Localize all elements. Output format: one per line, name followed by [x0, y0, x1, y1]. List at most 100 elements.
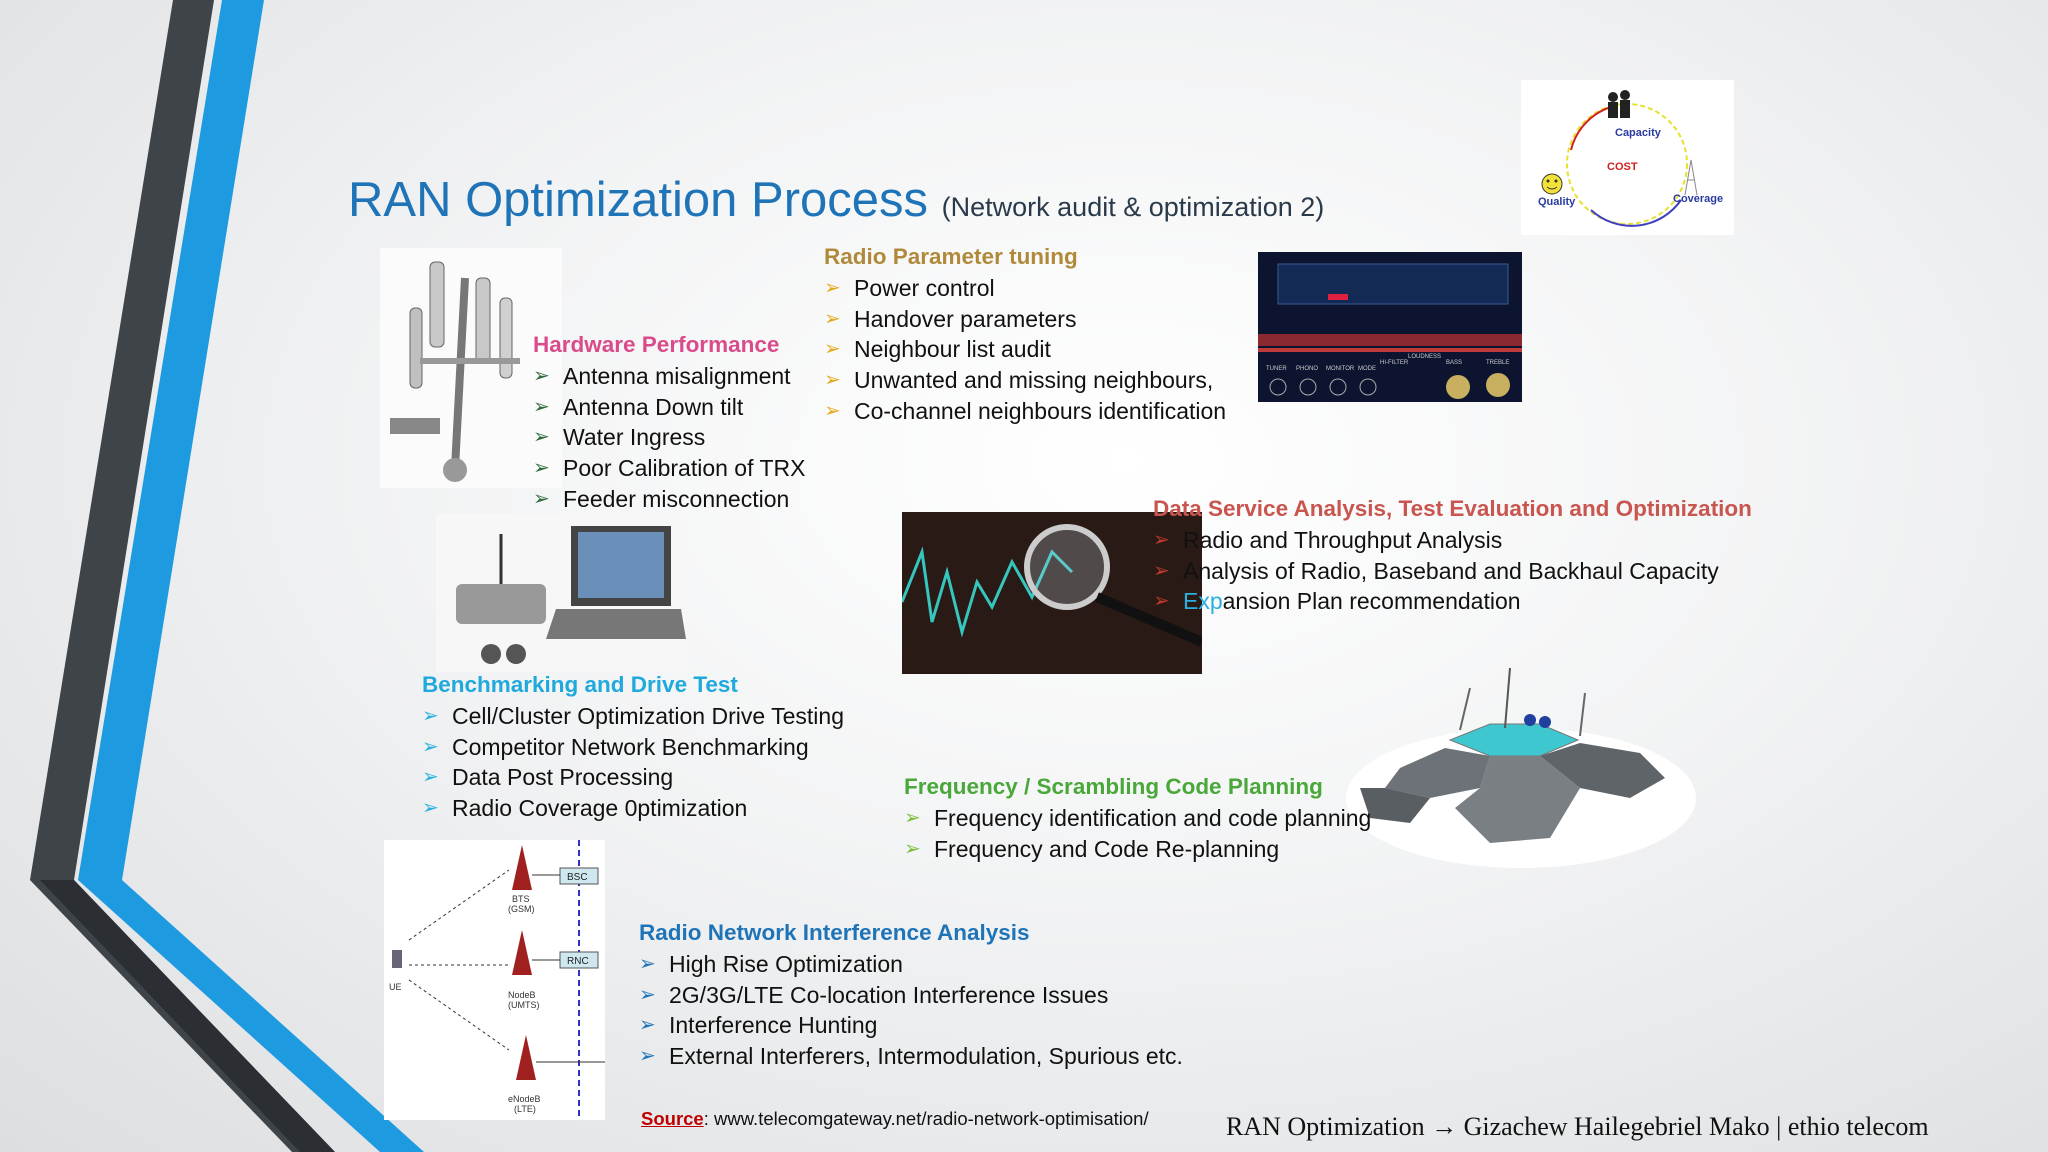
- list-item: ➢Data Post Processing: [422, 762, 844, 793]
- list-item: ➢Handover parameters: [824, 304, 1226, 335]
- arrow-bullet-icon: ➢: [422, 705, 439, 727]
- enodeb-tower-icon: [516, 1035, 536, 1080]
- list-item: ➢External Interferers, Intermodulation, …: [639, 1041, 1183, 1072]
- footer-text: RAN Optimization → Gizachew Hailegebriel…: [1226, 1112, 1929, 1141]
- list-item: ➢Power control: [824, 273, 1226, 304]
- arrow-bullet-icon: ➢: [639, 1045, 656, 1068]
- radio-label: PHONO: [1296, 366, 1318, 372]
- phone-icon: [392, 950, 402, 968]
- benchmarking-heading: Benchmarking and Drive Test: [422, 672, 738, 697]
- arrow-bullet-icon: ➢: [1153, 590, 1170, 613]
- lte-label: (LTE): [514, 1104, 536, 1114]
- list-item: ➢Frequency and Code Re-planning: [904, 834, 1371, 865]
- list-item: ➢Antenna misalignment: [533, 361, 805, 392]
- radio-label: MODE: [1358, 366, 1376, 372]
- radio-label: BASS: [1446, 360, 1462, 366]
- page-title: RAN Optimization Process (Network audit …: [348, 172, 1324, 228]
- bts-label: BTS: [512, 894, 530, 904]
- arrow-bullet-icon: ➢: [824, 399, 841, 422]
- arrow-bullet-icon: ➢: [824, 307, 841, 330]
- arrow-bullet-icon: ➢: [422, 735, 439, 758]
- radio-param-section: Radio Parameter tuning ➢Power control ➢H…: [824, 244, 1226, 427]
- radio-label: TUNER: [1266, 366, 1287, 372]
- arrow-bullet-icon: ➢: [1153, 529, 1170, 551]
- arrow-bullet-icon: ➢: [533, 426, 550, 449]
- interference-section: Radio Network Interference Analysis ➢Hig…: [639, 920, 1183, 1072]
- antenna-tower-image: [380, 248, 562, 488]
- list-item: ➢2G/3G/LTE Co-location Interference Issu…: [639, 980, 1183, 1011]
- bsc-label: BSC: [567, 872, 588, 883]
- arrow-bullet-icon: ➢: [824, 277, 841, 299]
- data-service-list: ➢Radio and Throughput Analysis ➢Analysis…: [1153, 525, 1752, 617]
- nodeb-label: NodeB: [508, 990, 536, 1000]
- list-item: ➢Cell/Cluster Optimization Drive Testing: [422, 701, 844, 732]
- ue-label: UE: [389, 982, 402, 992]
- list-item: ➢Radio and Throughput Analysis: [1153, 525, 1752, 556]
- label-quality: Quality: [1538, 196, 1576, 208]
- arrow-bullet-icon: ➢: [533, 487, 550, 510]
- label-capacity: Capacity: [1615, 127, 1662, 139]
- smiley-icon: [1541, 173, 1563, 195]
- frequency-heading: Frequency / Scrambling Code Planning: [904, 774, 1323, 799]
- list-item: ➢Neighbour list audit: [824, 334, 1226, 365]
- list-item: ➢Poor Calibration of TRX: [533, 453, 805, 484]
- arrow-bullet-icon: ➢: [533, 457, 550, 480]
- source-url[interactable]: : www.telecomgateway.net/radio-network-o…: [703, 1108, 1149, 1129]
- hardware-list: ➢Antenna misalignment ➢Antenna Down tilt…: [533, 361, 805, 515]
- list-item: ➢Unwanted and missing neighbours,: [824, 365, 1226, 396]
- hardware-heading: Hardware Performance: [533, 332, 780, 357]
- radio-label: MONITOR: [1326, 366, 1355, 372]
- interference-list: ➢High Rise Optimization ➢2G/3G/LTE Co-lo…: [639, 949, 1183, 1072]
- nodeb-tower-icon: [512, 930, 532, 975]
- gsm-label: (GSM): [508, 904, 535, 914]
- list-item: ➢Water Ingress: [533, 422, 805, 453]
- arrow-bullet-icon: ➢: [824, 369, 841, 392]
- radio-label: LOUDNESS: [1408, 354, 1441, 360]
- arrow-bullet-icon: ➢: [533, 365, 550, 387]
- cost-triangle-diagram: Capacity COST Quality Coverage: [1521, 80, 1734, 235]
- arrow-bullet-icon: ➢: [639, 953, 656, 975]
- arrow-bullet-icon: ➢: [422, 797, 439, 820]
- enodeb-label: eNodeB: [508, 1094, 541, 1104]
- label-coverage: Coverage: [1673, 193, 1723, 205]
- title-main: RAN Optimization Process: [348, 173, 929, 227]
- radio-tuner-image: TUNER PHONO MONITOR MODE HI-FILTER LOUDN…: [1258, 252, 1522, 402]
- title-subtitle: (Network audit & optimization 2): [941, 192, 1325, 222]
- arrow-bullet-icon: ➢: [1153, 559, 1170, 582]
- list-item: ➢Radio Coverage 0ptimization: [422, 793, 844, 824]
- list-item: ➢High Rise Optimization: [639, 949, 1183, 980]
- source-label: Source: [641, 1108, 704, 1129]
- data-service-heading: Data Service Analysis, Test Evaluation a…: [1153, 496, 1752, 521]
- list-item: ➢Antenna Down tilt: [533, 392, 805, 423]
- radio-param-heading: Radio Parameter tuning: [824, 244, 1078, 269]
- hardware-section: Hardware Performance ➢Antenna misalignme…: [533, 332, 805, 515]
- list-item: ➢Co-channel neighbours identification: [824, 396, 1226, 427]
- arrow-bullet-icon: ➢: [824, 338, 841, 361]
- rnc-label: RNC: [567, 956, 589, 967]
- list-item: ➢Analysis of Radio, Baseband and Backhau…: [1153, 556, 1752, 587]
- list-item: ➢Expansion Plan recommendation: [1153, 586, 1752, 617]
- arrow-bullet-icon: ➢: [639, 983, 656, 1006]
- list-item: ➢Frequency identification and code plann…: [904, 803, 1371, 834]
- arrow-bullet-icon: ➢: [639, 1014, 656, 1037]
- label-cost: COST: [1607, 161, 1638, 173]
- data-service-section: Data Service Analysis, Test Evaluation a…: [1153, 496, 1752, 617]
- radio-label: HI-FILTER: [1380, 360, 1409, 366]
- interference-heading: Radio Network Interference Analysis: [639, 920, 1030, 945]
- frequency-list: ➢Frequency identification and code plann…: [904, 803, 1371, 864]
- arrow-bullet-icon: ➢: [904, 837, 921, 860]
- people-icon: [1608, 90, 1630, 118]
- bts-tower-icon: [512, 845, 532, 890]
- arrow-bullet-icon: ➢: [422, 766, 439, 789]
- source-citation: Source: www.telecomgateway.net/radio-net…: [641, 1108, 1149, 1130]
- radio-param-list: ➢Power control ➢Handover parameters ➢Nei…: [824, 273, 1226, 427]
- tower-icon: [1684, 159, 1698, 196]
- benchmarking-section: Benchmarking and Drive Test ➢Cell/Cluste…: [422, 672, 844, 824]
- list-item: ➢Competitor Network Benchmarking: [422, 732, 844, 763]
- magnifier-chart-image: [902, 512, 1202, 674]
- arrow-bullet-icon: ➢: [533, 395, 550, 418]
- drive-test-equipment-image: [436, 514, 686, 672]
- frequency-section: Frequency / Scrambling Code Planning ➢Fr…: [904, 774, 1371, 864]
- radio-label: TREBLE: [1486, 360, 1509, 366]
